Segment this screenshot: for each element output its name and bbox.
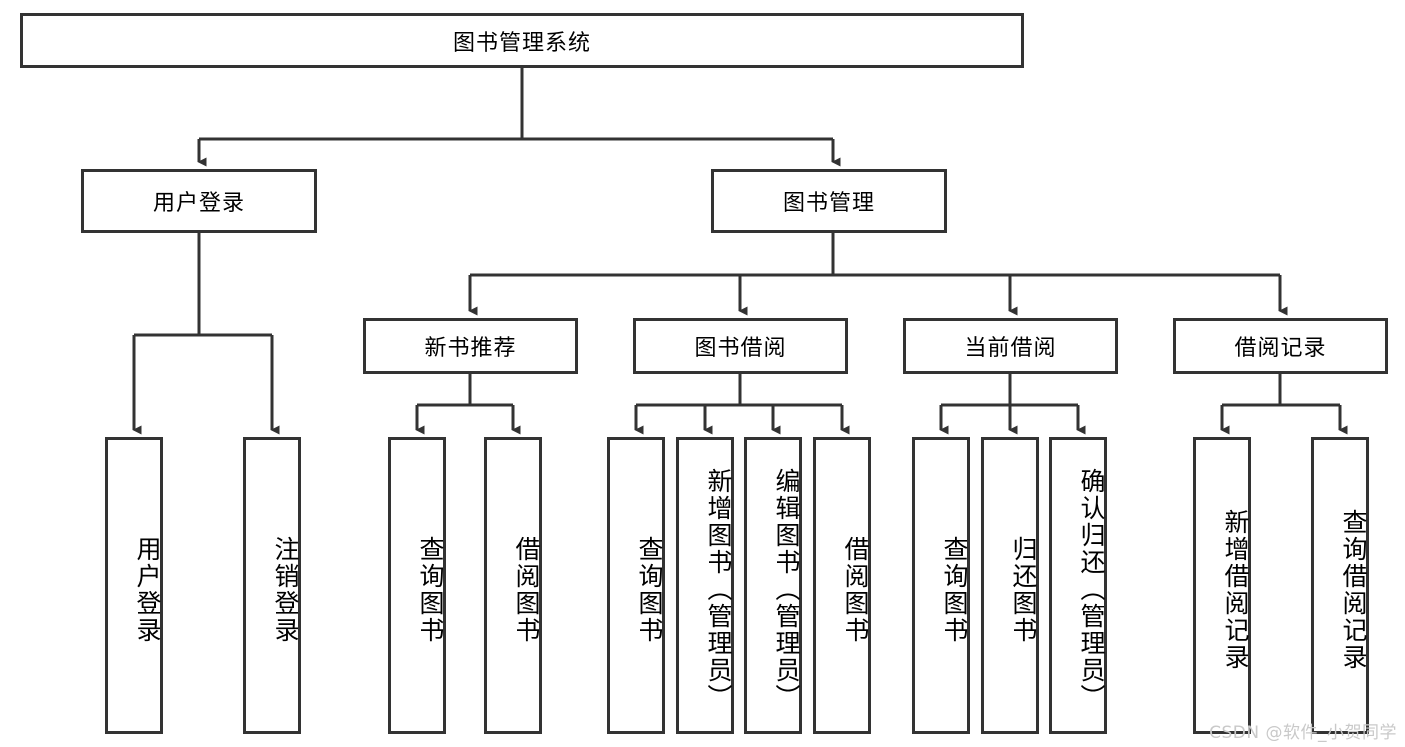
- node-user-login[interactable]: 用户登录: [81, 169, 317, 233]
- node-leaf-record-query-label: 查询借阅记录: [1339, 508, 1368, 671]
- node-leaf-record-add-label: 新增借阅记录: [1221, 508, 1250, 671]
- node-book-borrow[interactable]: 图书借阅: [633, 318, 848, 374]
- node-leaf-record-add[interactable]: 新增借阅记录: [1193, 437, 1251, 734]
- node-current-borrow-label: 当前借阅: [964, 336, 1057, 361]
- node-current-borrow[interactable]: 当前借阅: [903, 318, 1118, 374]
- node-leaf-current-return-label: 归还图书: [1009, 535, 1038, 644]
- node-leaf-borrow-edit-label: 编辑图书（管理员）: [772, 468, 801, 711]
- watermark: CSDN @软件_小贺同学: [1209, 723, 1397, 743]
- node-leaf-borrow-query-label: 查询图书: [635, 535, 664, 644]
- node-leaf-newbook-query-label: 查询图书: [416, 535, 445, 644]
- node-leaf-borrow-do[interactable]: 借阅图书: [813, 437, 871, 734]
- node-leaf-borrow-add[interactable]: 新增图书（管理员）: [676, 437, 734, 734]
- node-leaf-newbook-query[interactable]: 查询图书: [388, 437, 446, 734]
- node-leaf-record-query[interactable]: 查询借阅记录: [1311, 437, 1369, 734]
- node-leaf-current-query-label: 查询图书: [940, 535, 969, 644]
- node-root-label: 图书管理系统: [452, 30, 591, 56]
- node-leaf-current-confirm-label: 确认归还（管理员）: [1077, 468, 1106, 711]
- node-leaf-current-confirm[interactable]: 确认归还（管理员）: [1049, 437, 1107, 734]
- node-leaf-logout[interactable]: 注销登录: [243, 437, 301, 734]
- node-leaf-borrow-query[interactable]: 查询图书: [607, 437, 665, 734]
- node-leaf-user-login-label: 用户登录: [133, 535, 162, 644]
- node-leaf-newbook-borrow-label: 借阅图书: [512, 535, 541, 644]
- node-book-borrow-label: 图书借阅: [694, 336, 787, 361]
- node-leaf-logout-label: 注销登录: [271, 535, 300, 644]
- node-leaf-current-query[interactable]: 查询图书: [912, 437, 970, 734]
- node-borrow-record-label: 借阅记录: [1234, 336, 1327, 361]
- node-book-manage[interactable]: 图书管理: [711, 169, 947, 233]
- node-leaf-borrow-do-label: 借阅图书: [841, 535, 870, 644]
- node-book-manage-label: 图书管理: [782, 191, 875, 216]
- node-new-book[interactable]: 新书推荐: [363, 318, 578, 374]
- node-leaf-borrow-add-label: 新增图书（管理员）: [704, 468, 733, 711]
- node-root[interactable]: 图书管理系统: [20, 13, 1024, 68]
- node-leaf-newbook-borrow[interactable]: 借阅图书: [484, 437, 542, 734]
- node-leaf-borrow-edit[interactable]: 编辑图书（管理员）: [744, 437, 802, 734]
- node-leaf-current-return[interactable]: 归还图书: [981, 437, 1039, 734]
- node-new-book-label: 新书推荐: [424, 336, 517, 361]
- node-leaf-user-login[interactable]: 用户登录: [105, 437, 163, 734]
- node-borrow-record[interactable]: 借阅记录: [1173, 318, 1388, 374]
- node-user-login-label: 用户登录: [152, 191, 245, 216]
